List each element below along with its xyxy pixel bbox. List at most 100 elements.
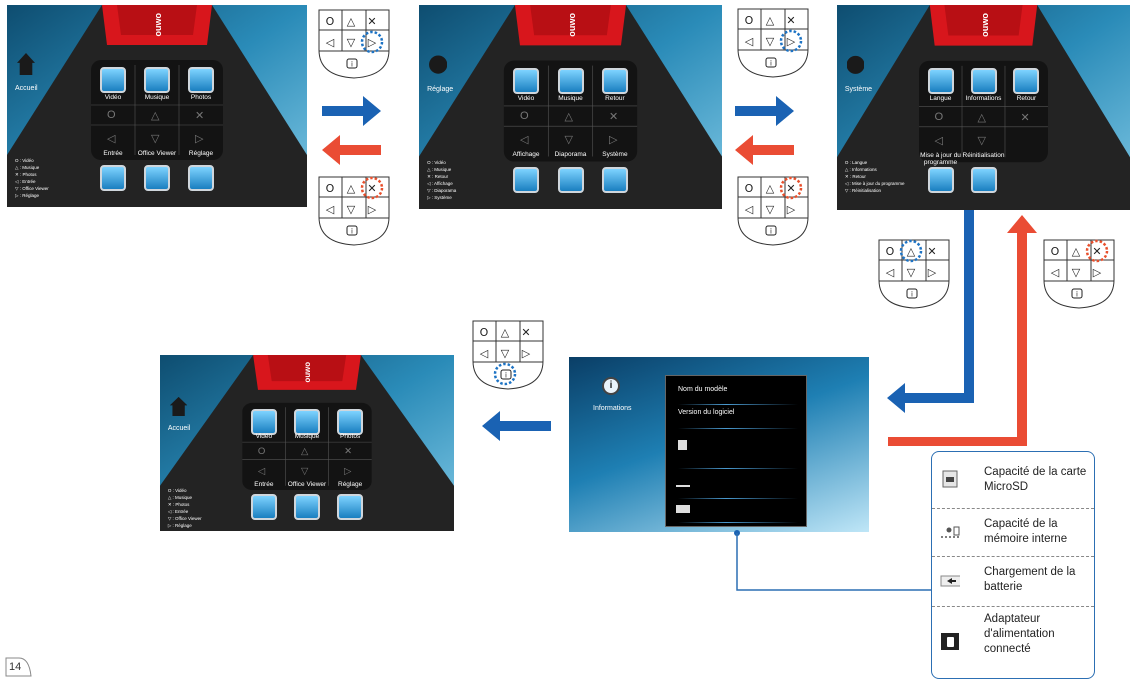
menu-tile-3[interactable] [601,67,628,94]
menu-tile-4[interactable] [250,494,277,521]
menu-cell-label: Musique [144,94,170,101]
divider [678,522,798,523]
remote-diagram: O△✕◁▽▷i [878,239,950,309]
remote-diagram: O△✕◁▽▷i [318,9,390,79]
menu-tile-6[interactable] [601,166,628,193]
home-icon [17,53,35,75]
menu-cell-label: Vidéo [517,94,535,102]
page-number: 14 [9,661,22,673]
menu-tile-5[interactable] [557,166,584,193]
svg-text:◁: ◁ [886,266,895,279]
remote-1-cross: O△✕◁▽▷i [318,175,390,247]
svg-text:i: i [770,60,772,68]
menu-cell-label: Réinitialisation [962,152,1005,160]
microsd-icon [942,470,958,488]
menu-tile-3[interactable] [337,409,364,436]
internal-memory-icon [941,526,960,538]
menu-cell-glyph: ✕ [195,110,205,122]
menu-tile-4[interactable] [100,165,126,191]
svg-text:▽: ▽ [1072,266,1081,279]
svg-text:▷: ▷ [1093,266,1102,279]
svg-text:▷: ▷ [368,203,377,216]
menu-tile-4[interactable] [513,166,540,193]
svg-text:✕: ✕ [927,245,936,258]
menu-tile-2[interactable] [970,67,997,94]
svg-text:O: O [886,245,895,258]
menu-tile-2[interactable] [144,67,170,93]
menu-legend: O : Vidéo△ : Musique✕ : Photos◁ : Entrée… [15,157,49,199]
menu-tile-1[interactable] [100,67,126,93]
menu-tile-3[interactable] [188,67,214,93]
legend-entry: △ : Informations [844,167,877,173]
menu-legend: O : Vidéo△ : Musique✕ : Photos◁ : Entrée… [168,487,202,529]
battery-charging-icon [940,575,960,587]
menu-cell-glyph: △ [977,111,987,124]
informations-screen: i Informations Nom du modèle Version du … [569,357,869,532]
remote-diagram: O△✕◁▽▷i [1043,239,1115,309]
menu-tile-2[interactable] [294,409,320,436]
legend-entry: ◁ : Affichage [427,180,453,186]
legend-row: Capacité de la mémoire interne [932,508,1094,557]
svg-text:✕: ✕ [786,182,795,195]
svg-text:✕: ✕ [367,15,376,28]
menu-cell-label: Affichage [512,151,540,159]
menu-cell-glyph: △ [151,110,160,122]
svg-text:◁: ◁ [745,203,754,216]
menu-tile-1[interactable] [513,67,540,94]
menu-cell-label: Photos [339,432,361,440]
connector-line [736,533,931,591]
legend-entry: ◁ : Entrée [15,179,36,184]
menu-legend: O : Vidéo△ : Musique✕ : Retour◁ : Affich… [427,159,456,201]
menu-cell-label: Diaporama [554,151,587,159]
legend-text: Capacité de la mémoire interne [984,518,1068,545]
arrow-right-2 [735,96,794,126]
svg-text:i: i [505,372,507,380]
menu-tile-5[interactable] [144,165,170,191]
svg-text:i: i [351,61,353,69]
menu-tile-6[interactable] [337,494,364,521]
legend-entry: O : Vidéo [15,158,34,163]
remote-3-cross: O△✕◁▽▷i [1043,238,1115,310]
menu-tile-1[interactable] [250,409,277,436]
svg-text:✕: ✕ [521,326,530,339]
legend-entry: ▷ : Réglage [15,193,39,198]
legend-row: Adaptateur d'alimentation connecté [932,606,1094,678]
menu-tile-2[interactable] [557,67,584,94]
svg-text:◁: ◁ [326,36,335,49]
menu-cell-glyph: ◁ [520,134,529,147]
menu-cell-glyph: ✕ [344,445,353,457]
legend-entry: ▽ : Office Viewer [15,186,49,191]
page-tab-shape [5,657,32,677]
menu-cell-glyph: O [107,109,116,121]
tools-icon [429,55,448,74]
menu-cell-glyph: ✕ [1020,111,1030,124]
battery-charging-icon [676,505,690,513]
legend-entry: ▽ : Réinitialisation [844,188,882,194]
svg-text:O: O [745,182,754,195]
legend-entry: O : Vidéo [427,159,446,165]
menu-tile-1[interactable] [927,67,954,94]
info-panel: Nom du modèle Version du logiciel [665,375,807,527]
svg-text:i: i [770,228,772,236]
svg-text:O: O [745,14,754,27]
svg-text:▷: ▷ [787,203,796,216]
menu-cell-glyph: O [934,110,944,123]
menu-tile-5[interactable] [970,167,997,194]
remote-3-up: O△✕◁▽▷i [878,238,950,310]
remote-1-right: O△✕◁▽▷i [318,8,390,80]
menu-cell-glyph: △ [301,445,309,457]
menu-cell-label: Réglage [338,481,363,489]
menu-tile-4[interactable] [927,167,954,194]
software-version-label: Version du logiciel [678,409,735,416]
svg-text:△: △ [1072,245,1081,258]
svg-text:▷: ▷ [928,266,937,279]
home-icon [169,396,188,416]
menu-cell-label: Retour [605,94,625,102]
menu-cell-label: Musique [294,432,320,440]
menu-tile-5[interactable] [294,494,320,521]
menu-tile-3[interactable] [1013,67,1040,94]
legend-entry: ▷ : Réglage [167,523,192,529]
internal-memory-icon [676,475,690,487]
menu-tile-6[interactable] [188,165,214,191]
